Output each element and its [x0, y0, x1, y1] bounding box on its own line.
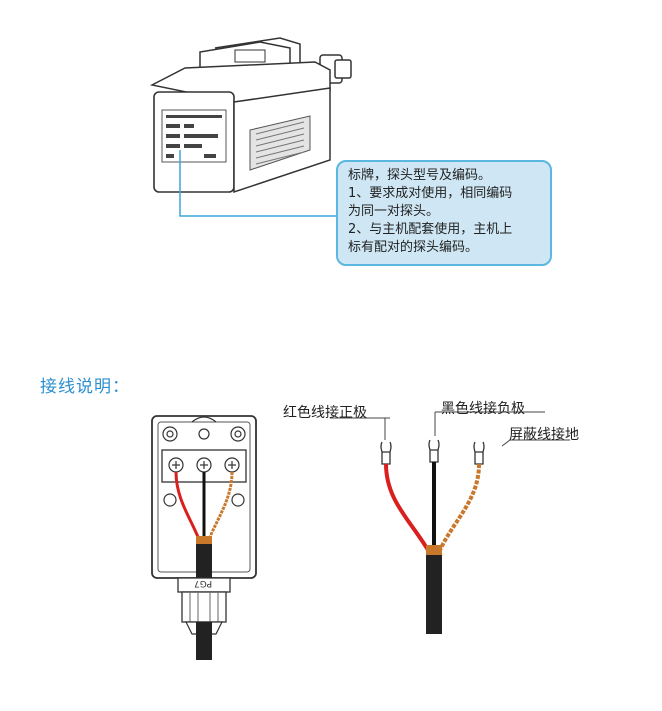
wiring-section-title: 接线说明：: [40, 377, 130, 397]
terminal-box-drawing: [151, 415, 257, 660]
wire-harness-drawing: [330, 411, 570, 634]
callout-line-5: 标有配对的探头编码。: [348, 240, 479, 255]
callout-line-4: 2、与主机配套使用，主机上: [348, 222, 513, 237]
callout-line-2: 1、要求成对使用，相同编码: [348, 186, 513, 201]
probe-drawing: [149, 37, 352, 194]
callout-line-3: 为同一对探头。: [348, 204, 440, 219]
shield-wire-label: 屏蔽线接地: [509, 427, 579, 443]
red-wire-label: 红色线接正极: [283, 405, 367, 421]
black-wire-label: 黑色线接负极: [441, 401, 525, 417]
gland-label: PG7: [194, 578, 213, 588]
callout-leader: [179, 150, 338, 217]
callout-line-1: 标牌，探头型号及编码。: [348, 168, 492, 183]
nameplate-callout: 标牌，探头型号及编码。 1、要求成对使用，相同编码 为同一对探头。 2、与主机配…: [336, 160, 552, 266]
